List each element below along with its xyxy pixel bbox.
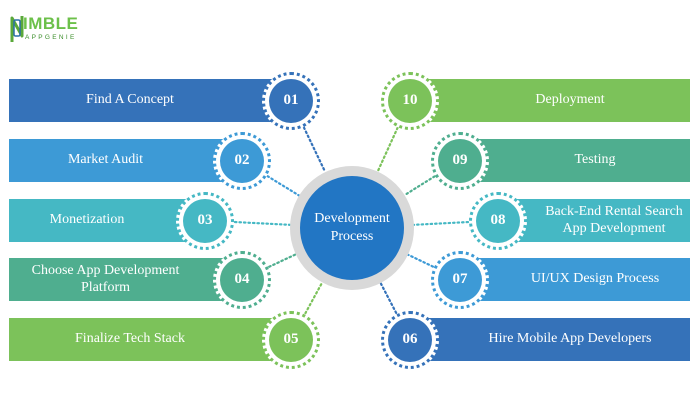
step-node-05: 05: [262, 310, 320, 369]
step-node-01: 01: [262, 71, 320, 130]
connector-line: [268, 253, 297, 268]
step-node-07: 07: [431, 250, 489, 309]
connector-line: [233, 220, 292, 226]
left-step-label-04: Choose App Development Platform: [31, 262, 180, 295]
step-node-04: 04: [213, 250, 271, 309]
step-number-02: 02: [220, 138, 264, 183]
center-hub-label: Development Process: [300, 176, 404, 280]
connector-line: [412, 220, 470, 226]
connector-line: [376, 126, 399, 173]
step-number-08: 08: [476, 198, 520, 243]
center-hub: Development Process: [290, 166, 414, 290]
connector-line: [302, 126, 327, 174]
logo-wordmark: IMBLE: [23, 14, 79, 33]
step-node-06: 06: [381, 310, 439, 369]
step-node-09: 09: [431, 131, 489, 190]
step-number-07: 07: [438, 257, 482, 302]
right-step-label-07: UI/UX Design Process: [530, 271, 660, 287]
nimble-appgenie-logo: IMBLE APPGENIE: [10, 14, 90, 48]
step-node-08: 08: [469, 191, 527, 250]
step-number-10: 10: [388, 78, 432, 123]
right-step-bar-09: Testing: [460, 139, 690, 182]
left-step-bar-03: Monetization: [9, 199, 205, 242]
logo-mark-icon: [10, 16, 24, 42]
logo-tagline: APPGENIE: [25, 34, 77, 41]
right-step-label-06: Hire Mobile App Developers: [488, 331, 652, 347]
left-step-bar-01: Find A Concept: [9, 79, 291, 122]
step-node-03: 03: [176, 191, 234, 250]
right-step-bar-07: UI/UX Design Process: [460, 258, 690, 301]
step-number-03: 03: [183, 198, 227, 243]
connector-line: [403, 175, 436, 197]
step-number-01: 01: [269, 78, 313, 123]
right-step-label-09: Testing: [574, 152, 616, 168]
step-number-04: 04: [220, 257, 264, 302]
right-step-bar-10: Deployment: [410, 79, 690, 122]
step-number-06: 06: [388, 317, 432, 362]
left-step-bar-05: Finalize Tech Stack: [9, 318, 291, 361]
connector-line: [379, 281, 398, 314]
step-number-05: 05: [269, 317, 313, 362]
left-step-label-01: Find A Concept: [86, 92, 174, 108]
right-step-label-10: Deployment: [535, 92, 605, 108]
hub-line-2: Process: [330, 229, 374, 244]
connector-line: [406, 253, 435, 268]
step-number-09: 09: [438, 138, 482, 183]
connector-line: [266, 175, 301, 197]
left-step-label-02: Market Audit: [67, 152, 144, 168]
left-step-bar-02: Market Audit: [9, 139, 242, 182]
left-step-bar-04: Choose App Development Platform: [9, 258, 242, 301]
left-step-label-03: Monetization: [49, 212, 125, 228]
left-step-label-05: Finalize Tech Stack: [75, 331, 185, 347]
step-node-10: 10: [381, 71, 439, 130]
connector-line: [304, 281, 324, 315]
step-node-02: 02: [213, 131, 271, 190]
right-step-label-08: Back-End Rental Search App Development: [545, 203, 683, 236]
hub-line-1: Development: [314, 210, 390, 226]
right-step-bar-06: Hire Mobile App Developers: [410, 318, 690, 361]
right-step-bar-08: Back-End Rental Search App Development: [498, 199, 690, 242]
